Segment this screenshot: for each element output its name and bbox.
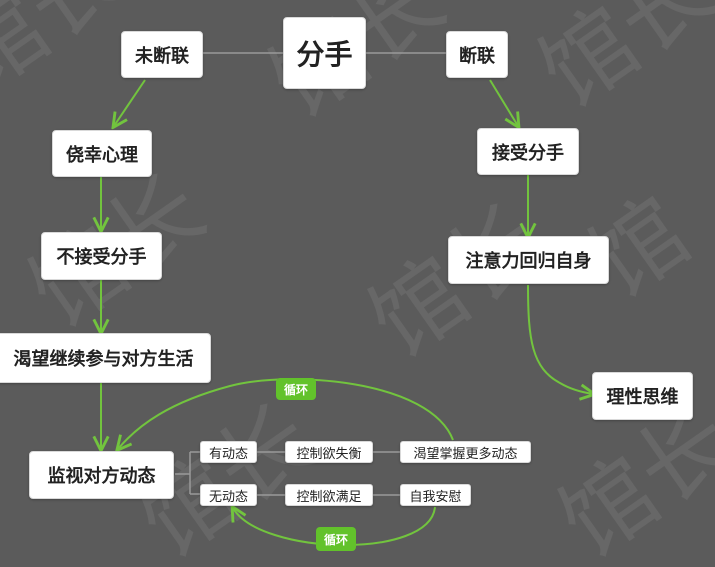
arrow-focus-to-rational (527, 284, 593, 394)
left-branch-label[interactable]: 未断联 (121, 31, 203, 78)
step-hope[interactable]: 侥幸心理 (52, 130, 152, 177)
monitor-branch-connector (175, 451, 200, 495)
arrow-cut-to-accept (489, 79, 518, 126)
step-accept[interactable]: 接受分手 (477, 128, 579, 175)
right-branch-label[interactable]: 断联 (446, 31, 508, 78)
crave-more-updates-node[interactable]: 渴望掌握更多动态 (400, 441, 531, 463)
no-updates-node[interactable]: 无动态 (200, 484, 257, 506)
step-deny[interactable]: 不接受分手 (41, 232, 162, 280)
top-loop-arrow (118, 378, 454, 449)
self-comfort-node[interactable]: 自我安慰 (400, 484, 471, 506)
bottom-loop-badge: 循环 (316, 527, 356, 551)
has-updates-node[interactable]: 有动态 (200, 441, 257, 463)
svg-text:馆长: 馆长 (521, 0, 715, 128)
step-rational[interactable]: 理性思维 (592, 372, 693, 420)
step-monitor[interactable]: 监视对方动态 (29, 451, 174, 499)
step-focus[interactable]: 注意力回归自身 (448, 236, 609, 284)
root-node[interactable]: 分手 (283, 17, 366, 89)
arrow-uncut-to-hope (114, 79, 146, 126)
control-satisfied-node[interactable]: 控制欲满足 (285, 484, 373, 506)
top-loop-badge: 循环 (276, 378, 316, 400)
control-imbalance-node[interactable]: 控制欲失衡 (285, 441, 373, 463)
step-crave[interactable]: 渴望继续参与对方生活 (0, 333, 211, 383)
